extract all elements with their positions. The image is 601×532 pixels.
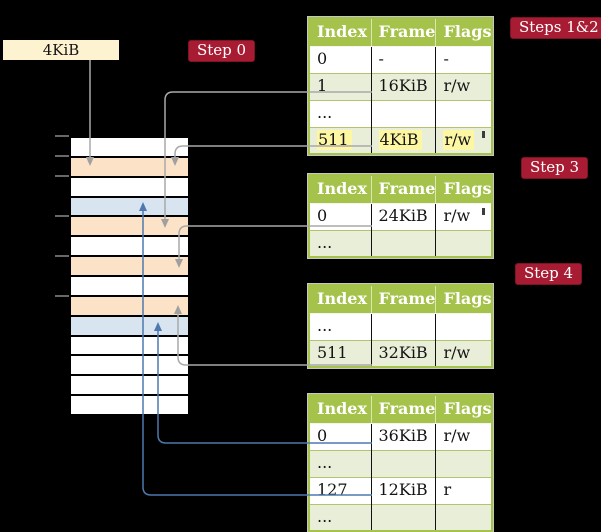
cell-frame [370, 99, 436, 127]
cell-flags [435, 449, 493, 477]
highlight: 511 [317, 129, 352, 150]
cell-flags [435, 313, 493, 340]
table-row: ... [309, 99, 493, 127]
memory-row-white [71, 237, 188, 256]
column-header: Index [309, 285, 371, 314]
column-header: Flags [435, 395, 493, 424]
table-header-row: Index Frame Flags [309, 395, 493, 424]
column-header: Flags [435, 175, 493, 204]
table-row: ... [309, 503, 493, 531]
cell-frame: - [370, 46, 436, 73]
memory-row-white [71, 177, 188, 196]
cell-frame [370, 313, 436, 340]
cell-index: ... [317, 316, 333, 335]
cell-index: ... [309, 449, 371, 477]
column-header: Frame [370, 18, 436, 47]
cell-frame: 32KiB [370, 339, 436, 367]
memory-row-peach [71, 217, 188, 236]
edge-dash [482, 208, 485, 215]
memory-row-white [71, 336, 188, 355]
highlight: 4KiB [378, 129, 422, 150]
cell-index: 511 [309, 339, 371, 367]
memory-tick-marks [55, 135, 69, 297]
cell-flags: r/w [435, 126, 493, 154]
memory-row-white [71, 356, 188, 375]
table-header-row: Index Frame Flags [309, 175, 493, 204]
step4-label: Step 4 [515, 263, 583, 285]
cell-flags: r/w [435, 339, 493, 367]
cell-frame: 24KiB [370, 203, 436, 230]
table-row: 0 36KiB r/w [309, 423, 493, 450]
cell-frame [370, 449, 436, 477]
table-row: 127 12KiB r [309, 476, 493, 504]
column-header: Index [309, 395, 371, 424]
column-header: Index [309, 18, 371, 47]
memory-row-white [71, 277, 188, 295]
table-row: 1 16KiB r/w [309, 72, 493, 100]
table-header-row: Index Frame Flags [309, 18, 493, 47]
step3-label: Step 3 [521, 157, 589, 179]
memory-row-peach [71, 296, 188, 315]
memory-row-blue [71, 316, 188, 335]
column-header: Frame [370, 175, 436, 204]
cell-frame [370, 503, 436, 531]
cell-flags: r/w [435, 423, 493, 450]
page-size-label: 4KiB [42, 41, 80, 59]
column-header: Frame [370, 395, 436, 424]
column-header: Frame [370, 285, 436, 314]
cell-flags [435, 99, 493, 127]
memory-row-peach [71, 157, 188, 176]
cell-frame: 36KiB [370, 423, 436, 450]
page-table-step-3: Index Frame Flags 0 24KiB r/w ... [306, 173, 495, 259]
steps-1-2-label: Steps 1&2 [510, 17, 601, 39]
cell-flags: r [435, 476, 493, 504]
table-row: ... [309, 229, 493, 257]
table-row: 511 32KiB r/w [309, 339, 493, 367]
table-row: ... [309, 449, 493, 477]
memory-column [69, 136, 190, 416]
page-table-steps-1-2: Index Frame Flags 0 - - 1 16KiB r/w ... … [306, 16, 495, 156]
cell-frame: 4KiB [370, 126, 436, 154]
cell-flags: r/w [435, 203, 493, 230]
table-row: ... [309, 313, 493, 340]
cell-flags: - [435, 46, 493, 73]
column-header: Index [309, 175, 371, 204]
memory-row-blue [71, 197, 188, 216]
memory-row-white [71, 376, 188, 395]
cell-index: ... [309, 99, 371, 127]
cell-index: 127 [309, 476, 371, 504]
table-row: 0 24KiB r/w [309, 203, 493, 230]
memory-row-peach [71, 257, 188, 276]
edge-dash [482, 131, 485, 138]
table-row-highlighted: 511 4KiB r/w [309, 126, 493, 154]
cell-index: 511 [309, 126, 371, 154]
page-size-box: 4KiB [3, 40, 119, 60]
cell-frame: 16KiB [370, 72, 436, 100]
cell-index: 0 [317, 426, 328, 445]
cell-flags [435, 229, 493, 257]
column-header: Flags [435, 18, 493, 47]
step0-label: Step 0 [188, 40, 256, 62]
cell-flags: r/w [435, 72, 493, 100]
cell-index: ... [309, 503, 371, 531]
cell-index: 0 [317, 49, 328, 68]
highlight: r/w [443, 129, 475, 150]
cell-index: 1 [309, 72, 371, 100]
cell-index: ... [309, 229, 371, 257]
cell-frame [370, 229, 436, 257]
table-header-row: Index Frame Flags [309, 285, 493, 314]
cell-index: 0 [317, 206, 328, 225]
page-table-step-4: Index Frame Flags ... 511 32KiB r/w [306, 283, 495, 369]
page-table-bottom: Index Frame Flags 0 36KiB r/w ... 127 12… [306, 393, 495, 532]
cell-flags [435, 503, 493, 531]
cell-frame: 12KiB [370, 476, 436, 504]
memory-row-white [71, 396, 188, 415]
table-row: 0 - - [309, 46, 493, 73]
memory-row-white [71, 138, 188, 156]
column-header: Flags [435, 285, 493, 314]
